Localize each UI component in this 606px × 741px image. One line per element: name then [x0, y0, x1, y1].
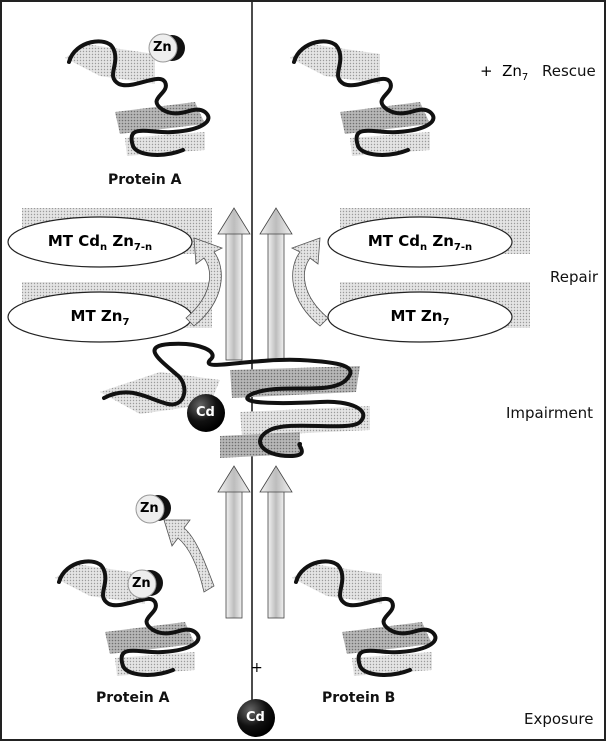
- protein-top-right: [290, 41, 433, 156]
- cd-ion-impairment-label: Cd: [196, 405, 215, 420]
- mt-zn7-sub-right: 7: [442, 317, 449, 328]
- stage-label-impairment: Impairment: [506, 404, 593, 422]
- mt-zn7-right-label: MT Zn7: [328, 307, 512, 328]
- up-arrow-exposure-left: [218, 466, 250, 618]
- curved-arrow-right: [292, 238, 328, 326]
- mt-zn-sub-left: 7-n: [134, 242, 152, 253]
- stage-label-rescue: Rescue: [542, 62, 596, 80]
- mt-cd-prefix-right: MT Cd: [368, 232, 420, 250]
- up-arrow-exposure-right: [260, 466, 292, 618]
- protein-a-bottom: [55, 561, 198, 676]
- zn7-base: Zn: [502, 62, 522, 80]
- mt-zn-sub-right: 7-n: [454, 242, 472, 253]
- mt-zn7-prefix-right: MT Zn: [391, 307, 443, 325]
- mt-cd-zn-right-label: MT Cdn Zn7-n: [328, 232, 512, 253]
- mt-zn7-prefix-left: MT Zn: [71, 307, 123, 325]
- protein-a-top-label: Protein A: [108, 172, 181, 188]
- stage-label-exposure: Exposure: [524, 710, 593, 728]
- protein-b-bottom: [292, 561, 435, 676]
- plus-sign-exposure: +: [251, 660, 263, 676]
- protein-b-bottom-label: Protein B: [322, 690, 395, 706]
- up-arrow-repair-left: [218, 208, 250, 360]
- mt-zn-part-right: Zn: [427, 232, 454, 250]
- mt-zn-part-left: Zn: [107, 232, 134, 250]
- stage-label-repair: Repair: [550, 268, 598, 286]
- zn-ion-released-label: Zn: [140, 501, 159, 516]
- curved-arrow-zn-release: [164, 520, 214, 592]
- zn-ion-bottom-label: Zn: [132, 576, 151, 591]
- protein-a-top: [65, 41, 208, 156]
- protein-a-bottom-label: Protein A: [96, 690, 169, 706]
- zn-ion-top-label: Zn: [153, 40, 172, 55]
- zn7-sub: 7: [522, 72, 528, 83]
- mt-cd-prefix-left: MT Cd: [48, 232, 100, 250]
- cd-ion-exposure-label: Cd: [246, 710, 265, 725]
- protein-complex-impaired: [100, 344, 370, 458]
- mt-zn7-sub-left: 7: [122, 317, 129, 328]
- mt-zn7-left-label: MT Zn7: [8, 307, 192, 328]
- up-arrow-repair-right: [260, 208, 292, 360]
- plus-zn7-sign: +: [480, 62, 493, 80]
- plus-zn7-label: + Zn7: [480, 62, 528, 83]
- mt-cd-zn-left-label: MT Cdn Zn7-n: [8, 232, 192, 253]
